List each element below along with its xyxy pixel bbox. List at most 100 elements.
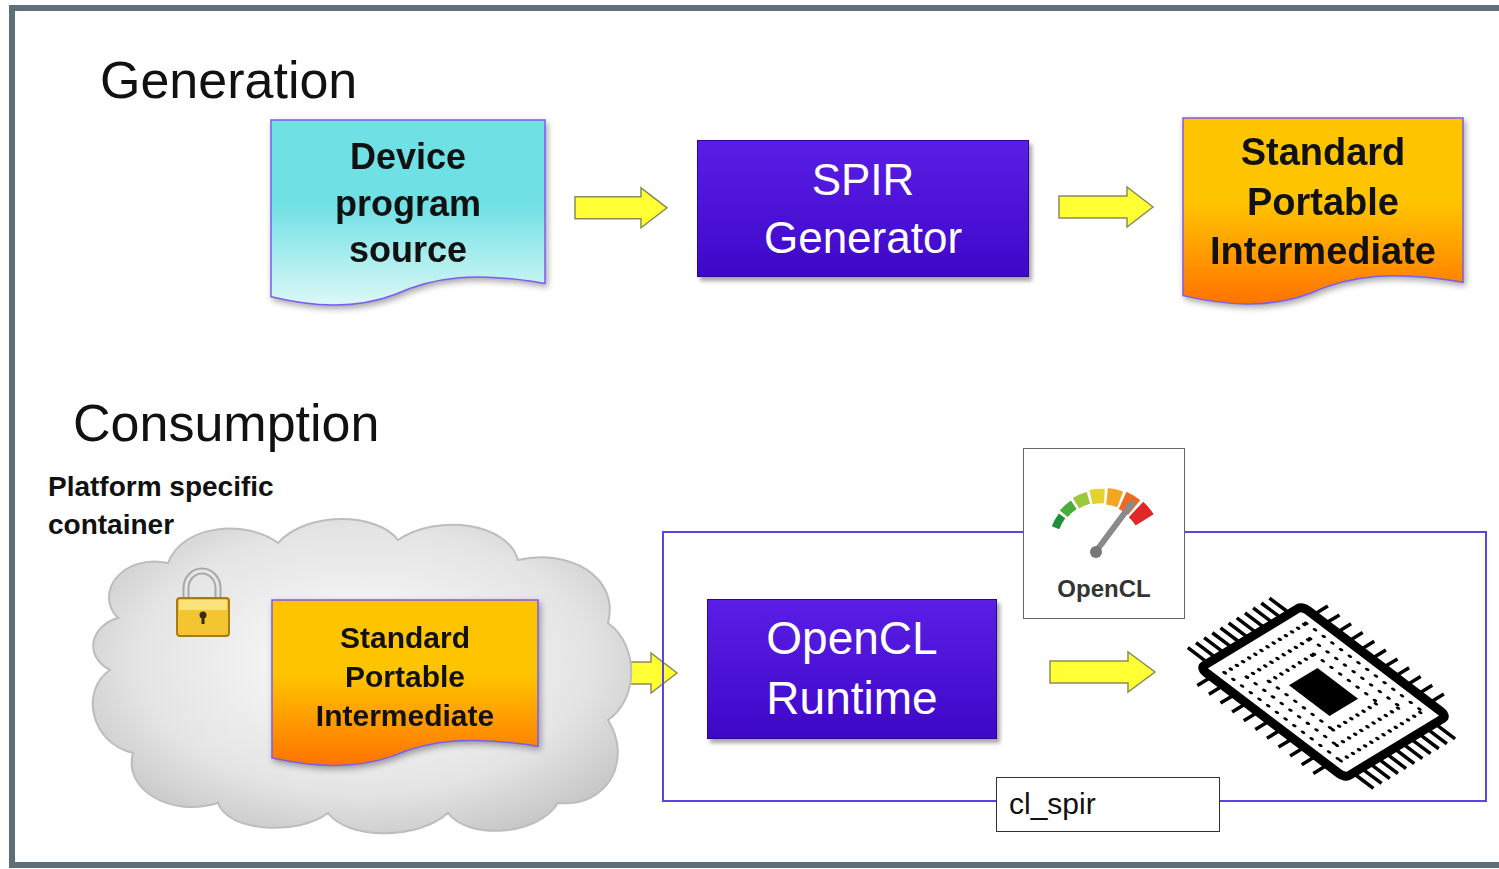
chip-dot — [1380, 733, 1386, 737]
chip-dot — [1312, 628, 1318, 632]
chip-dot — [1360, 709, 1366, 713]
chip-dot — [1279, 701, 1285, 705]
chip-dot — [1370, 721, 1376, 725]
chip-dot — [1348, 716, 1354, 720]
gauge-icon — [1055, 496, 1144, 558]
chip-dot — [1265, 704, 1271, 708]
chip-dot — [1320, 634, 1326, 638]
chip-dot — [1394, 702, 1400, 706]
node-label: OpenCL Runtime — [717, 609, 987, 729]
lock-shine — [179, 600, 227, 610]
gauge-segment — [1091, 496, 1104, 497]
chip-dot — [1364, 724, 1370, 728]
chip-dot — [1363, 692, 1369, 696]
chip-dot — [1313, 728, 1319, 732]
chip-dot — [1385, 696, 1391, 700]
chip-dot — [1416, 707, 1422, 711]
chip-dot — [1354, 713, 1360, 717]
lock-shackle — [186, 571, 218, 600]
chip-dot — [1386, 729, 1392, 733]
chip-dot — [1342, 663, 1348, 667]
group-label: cl_spir — [996, 777, 1220, 832]
lock-icon — [177, 571, 229, 636]
chip-dot — [1287, 649, 1293, 653]
chip-pin — [1269, 598, 1286, 611]
chip-dot — [1239, 684, 1245, 688]
node-content: Device program source — [271, 120, 545, 310]
chip-dot — [1280, 653, 1286, 657]
node-content: OpenCL — [1024, 449, 1184, 618]
chip-dot — [1335, 756, 1341, 760]
chip-dot — [1308, 737, 1314, 741]
chip-dot — [1399, 721, 1405, 725]
chip-dot — [1248, 690, 1254, 694]
chip-dot — [1278, 672, 1284, 676]
group-frame: cl_spirOpenCL RuntimeOpenCL — [662, 531, 1487, 802]
chip-dot — [1300, 730, 1306, 734]
chip-dot — [1284, 668, 1290, 672]
chip-dot — [1301, 706, 1307, 710]
chip-dot — [1309, 653, 1315, 657]
block-arrow — [1059, 187, 1153, 227]
chip-illustration — [1165, 582, 1481, 802]
gauge-segment — [1055, 516, 1062, 528]
chip-dot — [1234, 663, 1240, 667]
chip-dot — [1328, 665, 1334, 669]
node-label: OpenCL — [1057, 573, 1150, 604]
chip-dot — [1317, 743, 1323, 747]
block-arrow — [575, 188, 667, 228]
gauge-segment — [1136, 509, 1145, 519]
node-label: Standard Portable Intermediate — [280, 618, 530, 735]
chip-dot — [1390, 687, 1396, 691]
gauge-needle — [1094, 503, 1132, 554]
chip-dot — [1309, 712, 1315, 716]
chip-dot — [1295, 626, 1301, 630]
chip-dot — [1344, 755, 1350, 759]
chip-dot — [1277, 637, 1283, 641]
chip-dot — [1405, 718, 1411, 722]
document-path — [271, 120, 545, 305]
chip-body — [1200, 606, 1447, 778]
chip-dot — [1252, 652, 1258, 656]
chip-dot — [1373, 674, 1379, 678]
chip-dot — [1252, 681, 1258, 685]
chip-dot — [1417, 710, 1423, 714]
chip-dot — [1262, 664, 1268, 668]
chip-dot — [1292, 699, 1298, 703]
chip-dot — [1299, 641, 1305, 645]
chip-dot — [1246, 656, 1252, 660]
chip-dot — [1338, 647, 1344, 651]
chip-dot — [1303, 657, 1309, 661]
chip-dot — [1264, 645, 1270, 649]
chip-dot — [1359, 676, 1365, 680]
chip-dot — [1297, 661, 1303, 665]
chip-dot — [1240, 659, 1246, 663]
chip-dot — [1362, 744, 1368, 748]
chip-dot — [1316, 643, 1322, 647]
chip-dot — [1256, 667, 1262, 671]
chip-dot — [1289, 630, 1295, 634]
chip-dot — [1244, 675, 1250, 679]
chip-dot — [1407, 700, 1413, 704]
logo-box: OpenCL — [1023, 448, 1185, 619]
chip-dot — [1287, 708, 1293, 712]
chip-dot — [1333, 656, 1339, 660]
document-path — [272, 600, 538, 766]
gauge-segment — [1107, 496, 1120, 499]
chip-dot — [1266, 679, 1272, 683]
chip-dot — [1346, 678, 1352, 682]
chip-dot — [1326, 750, 1332, 754]
chip-dots — [1221, 621, 1425, 763]
lock-shackle-shine — [186, 571, 218, 600]
chip-pins — [1165, 582, 1481, 802]
chip-dot — [1373, 702, 1379, 706]
chip-dot — [1368, 740, 1374, 744]
chip-dot — [1383, 713, 1389, 717]
chip-dot — [1346, 736, 1352, 740]
chip-dot — [1296, 714, 1302, 718]
chip-dot — [1327, 725, 1333, 729]
chip-pin — [1438, 726, 1455, 739]
chip-dot — [1228, 667, 1234, 671]
chip-dot — [1358, 728, 1364, 732]
